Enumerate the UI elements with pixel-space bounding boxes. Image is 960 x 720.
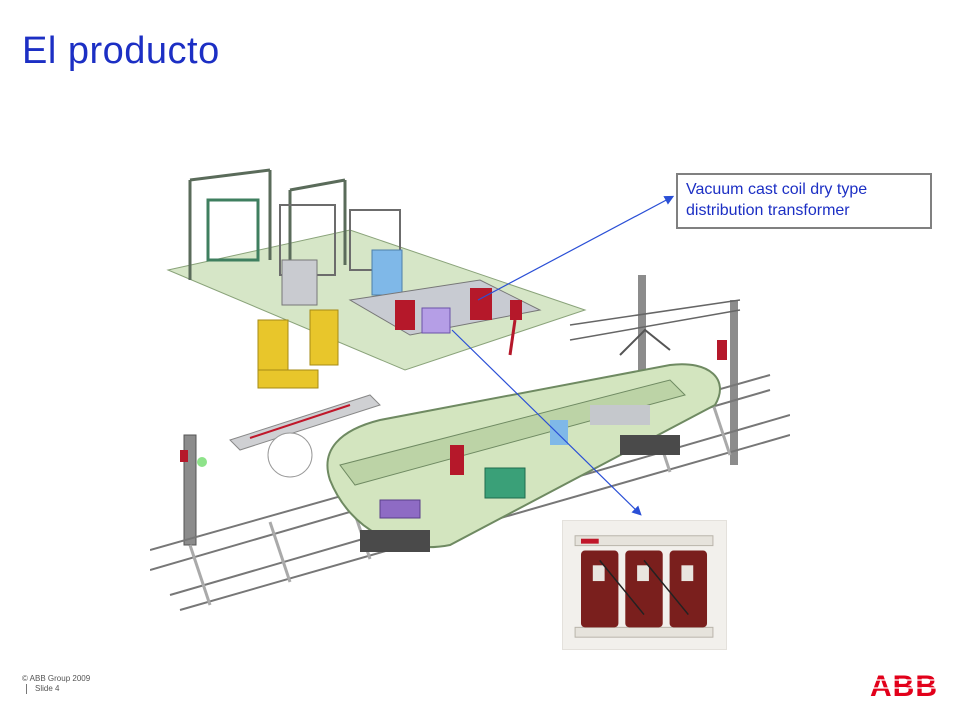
slide-footer: © ABB Group 2009 Slide 4 — [22, 674, 90, 694]
slide-title: El producto — [22, 30, 220, 72]
transformer-callout: Vacuum cast coil dry type distribution t… — [676, 173, 932, 229]
callout-line-2: distribution transformer — [686, 202, 850, 219]
callout-line-1: Vacuum cast coil dry type — [686, 181, 868, 198]
svg-text:ABB: ABB — [870, 670, 938, 700]
transformer-photo — [562, 520, 727, 650]
abb-logo: ABB — [870, 670, 938, 700]
slide-number: Slide 4 — [26, 684, 90, 694]
copyright-text: © ABB Group 2009 — [22, 674, 91, 683]
